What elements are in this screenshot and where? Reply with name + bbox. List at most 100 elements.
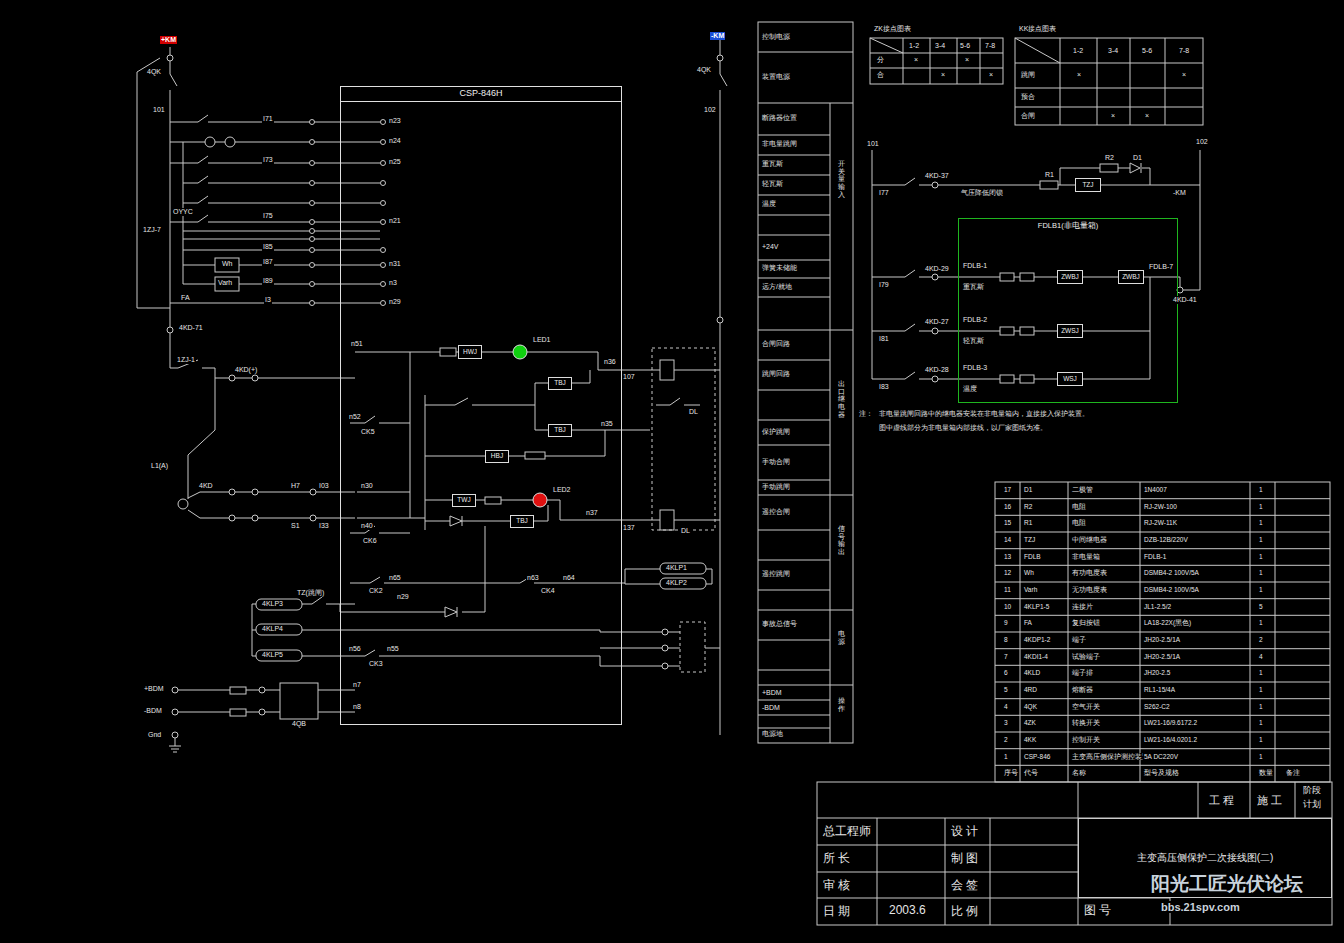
pressure-plate	[256, 624, 302, 635]
parts-table-cell: 10	[1003, 603, 1012, 610]
parts-table-cell: 4QK	[1023, 703, 1038, 710]
drawing-label: 装置电源	[761, 73, 791, 81]
drawing-label: 保护跳闸	[761, 428, 791, 436]
red-led	[533, 493, 547, 507]
resistor-symbol	[1000, 273, 1014, 281]
drawing-label: n3	[388, 279, 398, 287]
drawing-label: 4KD-37	[924, 172, 950, 180]
node-text: ZWBJ	[1122, 274, 1140, 281]
parts-table-cell: JH20-2.5/1A	[1143, 636, 1181, 643]
protection-device-box: CSP-846HHWJTBJTBJHBJTWJTBJ	[340, 86, 622, 725]
parts-table-cell: DSMB4-2 100V/5A	[1143, 586, 1200, 593]
pin	[381, 201, 386, 206]
terminal	[252, 375, 258, 381]
pressure-plate-label: 4KLP2	[665, 579, 688, 587]
contact-table-grid	[870, 38, 1003, 84]
terminal	[310, 263, 315, 268]
drawing-label: -BDM	[761, 704, 781, 712]
drawing-label: 非电量跳闸	[761, 140, 798, 148]
drawing-label: 日 期	[822, 905, 851, 918]
drawing-label: 1-2	[908, 42, 920, 50]
parts-table-cell: 3	[1003, 719, 1009, 726]
parts-table-cell: 1	[1003, 753, 1009, 760]
drawing-label: 102	[1195, 138, 1209, 146]
drawing-label: R2	[1104, 154, 1115, 162]
pin	[381, 140, 386, 145]
coil-symbol	[660, 360, 674, 380]
terminal	[932, 274, 938, 280]
drawing-label: Gnd	[147, 731, 162, 739]
terminal	[662, 663, 668, 669]
parts-table-cell: 4RD	[1023, 686, 1038, 693]
drawing-label: LED1	[532, 336, 552, 344]
drawing-label: n56	[348, 645, 362, 653]
parts-table-cell: 控制开关	[1071, 736, 1101, 743]
relay-coil: HBJ	[485, 450, 509, 463]
drawing-label: 远方/就地	[761, 283, 793, 291]
supply-bus-tag: +KM	[160, 36, 177, 44]
parts-table-cell: 端子	[1071, 636, 1087, 643]
drawing-label: -KM	[1172, 189, 1187, 197]
breaker-mechanism-box	[652, 348, 715, 530]
parts-table-cell: 4KK	[1023, 736, 1037, 743]
terminal	[172, 732, 178, 738]
drawing-label: 施 工	[1256, 794, 1283, 806]
pin	[381, 263, 386, 268]
terminal	[310, 181, 315, 186]
green-led	[513, 345, 527, 359]
parts-table-cell: 1	[1258, 703, 1264, 710]
pin	[381, 120, 386, 125]
signal-table-grid	[758, 52, 853, 743]
node-text: WSJ	[1063, 376, 1077, 383]
table-group-label: 电源	[837, 630, 846, 645]
parts-table-cell: RJ-2W-11K	[1143, 519, 1178, 526]
drawing-label: 轻瓦斯	[962, 337, 985, 345]
drawing-label: FDLB-1	[962, 262, 988, 270]
drawing-label: n52	[348, 413, 362, 421]
parts-table-cell: 16	[1003, 503, 1012, 510]
relay-coil: WSJ	[1057, 372, 1083, 386]
parts-table-cell: 熔断器	[1071, 686, 1094, 693]
node-text: CSP-846H	[341, 87, 621, 102]
node-text: TZJ	[1082, 182, 1093, 189]
drawing-label: 跳闸	[1020, 71, 1036, 79]
drawing-label: 4QK	[146, 68, 162, 76]
drawing-label: 4KD-29	[924, 265, 950, 273]
parts-table-cell: 1	[1258, 736, 1264, 743]
node-text: TWJ	[457, 497, 470, 504]
terminal	[178, 499, 188, 509]
parts-table-cell: 端子排	[1071, 669, 1094, 676]
drawing-label: I3	[264, 296, 272, 304]
terminal	[310, 229, 315, 234]
drawing-label: CK2	[368, 587, 384, 595]
lower-left-wiring	[170, 360, 355, 518]
pressure-plate-label: 4KLP5	[261, 651, 284, 659]
terminal	[310, 248, 315, 253]
relay-coil: TBJ	[548, 424, 572, 437]
relay-coil: ZWBJ	[1057, 270, 1083, 284]
drawing-label: 轻瓦斯	[761, 180, 784, 188]
parts-table-cell: 电阻	[1071, 519, 1087, 526]
table-group	[758, 22, 1332, 925]
drawing-label: 2003.6	[888, 904, 927, 917]
relay-coil: TBJ	[510, 515, 534, 528]
parts-table-cell: 1	[1258, 753, 1264, 760]
parts-table-cell: 5A DC220V	[1143, 753, 1179, 760]
resistor-symbol	[1020, 327, 1034, 335]
resistor-symbol	[525, 452, 545, 459]
parts-table-cell: 非电量箱	[1071, 553, 1101, 560]
pressure-plate-label: 4KLP1	[665, 564, 688, 572]
pressure-plate	[256, 599, 302, 610]
parts-table-cell: DSMB4-2 100V/5A	[1143, 569, 1200, 576]
drawing-label: KK接点图表	[1018, 25, 1057, 33]
node-text: FDLB1(非电量箱)	[959, 219, 1177, 230]
node-text: 主变高压侧保护二次接线图(二)	[1137, 852, 1274, 864]
wire-group	[137, 40, 1200, 752]
parts-table-cell: 转换开关	[1071, 719, 1101, 726]
drawing-label: 电源地	[761, 730, 784, 738]
parts-table-cell: 复归按钮	[1071, 619, 1101, 626]
parts-table-cell: S262-C2	[1143, 703, 1171, 710]
pressure-plate	[256, 650, 302, 661]
drawing-label: n29	[388, 298, 402, 306]
